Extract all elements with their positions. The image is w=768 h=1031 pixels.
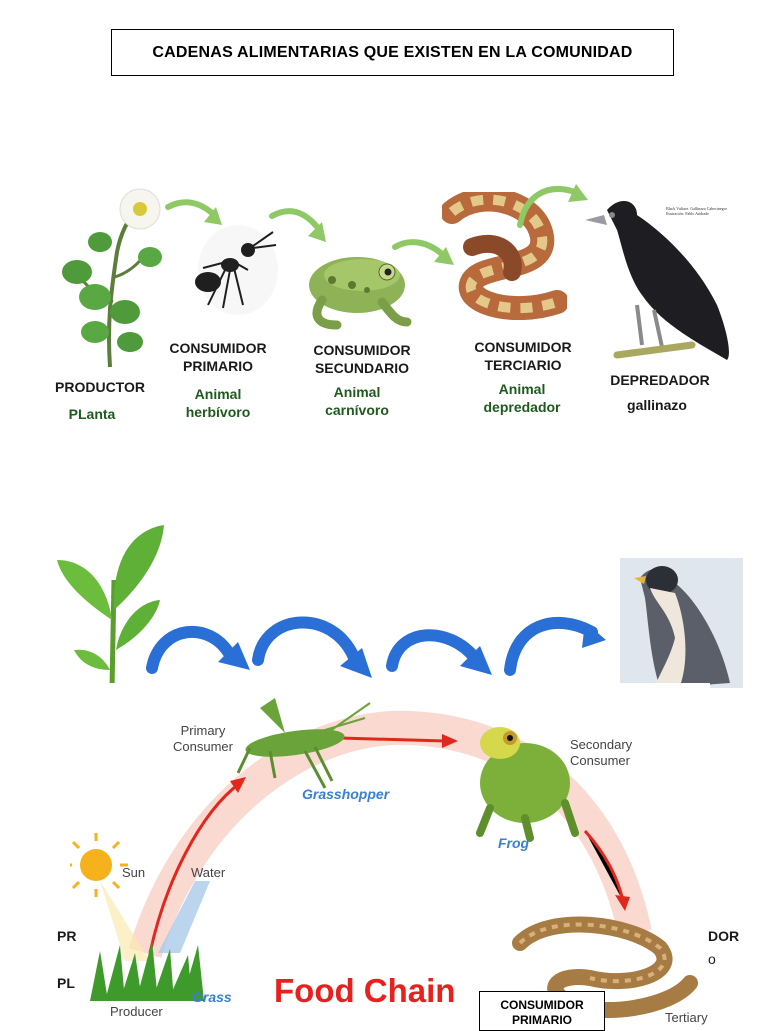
caption-consumidor-primario: CONSUMIDOR PRIMARIO — [479, 991, 605, 1031]
ant-illustration — [195, 225, 278, 315]
food-chain-diagram-art — [70, 698, 698, 1019]
partial-label-right1: DOR — [708, 928, 740, 944]
partial-label-right2: o — [708, 951, 716, 967]
partial-label-left2: PL — [57, 975, 75, 991]
plant-illustration — [62, 188, 162, 368]
label-grass: Grass — [192, 989, 232, 1005]
label-productor: PRODUCTOR — [55, 379, 145, 395]
label-grasshopper: Grasshopper — [302, 786, 390, 802]
vulture-illustration — [585, 200, 729, 360]
label-secondary-consumer: Secondary Consumer — [570, 737, 633, 768]
snake-illustration — [442, 192, 567, 320]
label-producer: Producer — [110, 1004, 163, 1019]
frog-illustration — [309, 257, 412, 330]
partial-label-left1: PR — [57, 928, 77, 944]
page-title: CADENAS ALIMENTARIAS QUE EXISTEN EN LA C… — [111, 29, 674, 76]
label-tertiary: Tertiary — [665, 1010, 708, 1025]
falcon-illustration — [620, 558, 743, 688]
food-chain-title: Food Chain — [274, 972, 456, 1009]
label-depredador: DEPREDADOR — [610, 372, 710, 388]
leaf-plant-illustration — [57, 525, 164, 690]
vulture-credit: Black Vulture. Gallinazo Cabecinegro Ilu… — [666, 206, 727, 216]
label-frog: Frog — [498, 835, 530, 851]
label-primary-consumer: Primary Consumer — [173, 723, 233, 754]
blue-arrows — [146, 616, 606, 678]
label-sun: Sun — [122, 865, 146, 880]
label-planta: PLanta — [68, 406, 116, 422]
label-water: Water — [191, 865, 226, 880]
label-gallinazo: gallinazo — [627, 397, 687, 413]
